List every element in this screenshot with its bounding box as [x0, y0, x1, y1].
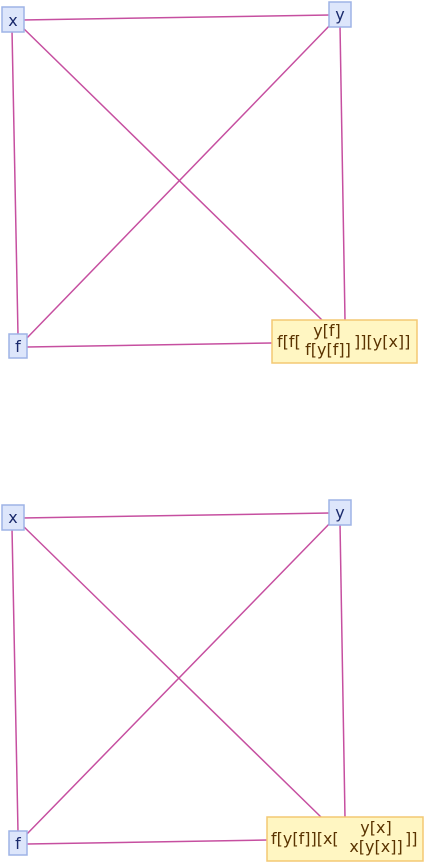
edge-x-f [11, 29, 19, 336]
edge-y-f [24, 21, 334, 341]
vertex-f-label: f [15, 337, 21, 356]
result-inner-bottom: f[y[f]] [305, 340, 351, 359]
vertex-f-label: f [15, 834, 21, 853]
result-inner-bottom: x[y[x]] [349, 837, 402, 856]
graph-1: x y f f[f[ y[f] f[y[f]] ]][y[x]] [1, 1, 418, 364]
vertex-y[interactable]: y [328, 1, 352, 28]
result-suffix: ]][y[x]] [354, 332, 410, 351]
vertex-f[interactable]: f [8, 830, 28, 856]
vertex-x-label: x [8, 508, 17, 527]
edge-y-result [339, 522, 346, 819]
edge-f-result [26, 342, 273, 348]
edge-x-y [21, 14, 331, 21]
vertex-y[interactable]: y [328, 499, 352, 526]
vertex-y-label: y [335, 5, 344, 24]
result-inner-top: y[f] [313, 321, 341, 340]
vertex-result[interactable]: f[y[f]][x[ y[x] x[y[x]] ]] [266, 816, 424, 862]
edge-y-f [24, 519, 334, 837]
edge-f-result [26, 839, 269, 845]
vertex-x-label: x [8, 11, 17, 30]
vertex-result[interactable]: f[f[ y[f] f[y[f]] ]][y[x]] [271, 319, 418, 364]
edge-x-f [11, 527, 19, 833]
result-prefix: f[y[f]][x[ [271, 829, 339, 848]
result-suffix: ]] [405, 829, 417, 848]
result-inner-top: y[x] [360, 818, 391, 837]
result-prefix: f[f[ [277, 332, 301, 351]
edge-x-result [19, 24, 323, 321]
vertex-f[interactable]: f [8, 333, 28, 359]
graph-2: x y f f[y[f]][x[ y[x] x[y[x]] ]] [1, 499, 424, 862]
edge-y-result [339, 24, 346, 321]
vertex-y-label: y [335, 503, 344, 522]
vertex-x[interactable]: x [1, 504, 25, 531]
edge-x-y [21, 512, 331, 519]
edge-x-result [19, 522, 323, 819]
vertex-x[interactable]: x [1, 6, 25, 33]
